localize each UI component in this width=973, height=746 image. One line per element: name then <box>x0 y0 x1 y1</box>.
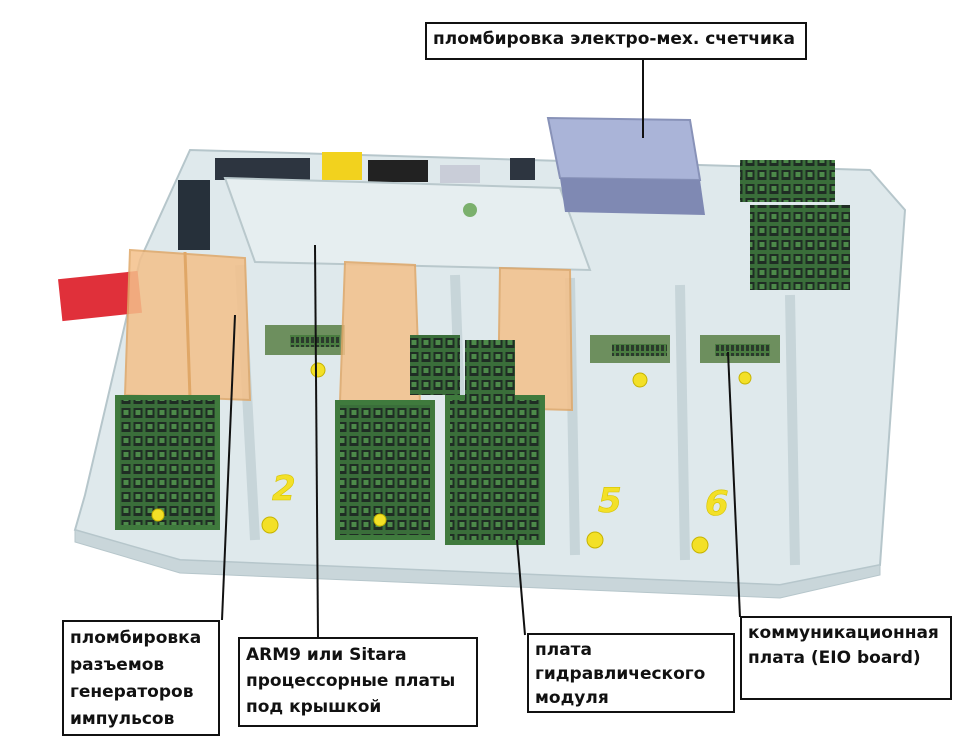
slot-number-2: 2 <box>272 469 296 509</box>
label-meter-seal: пломбировка электро-мех. счетчика <box>425 22 807 60</box>
right-terminals <box>740 160 850 290</box>
label-line: ARM9 или Sitara <box>246 645 407 665</box>
label-line: разъемов <box>70 655 165 675</box>
label-line: гидравлического <box>535 664 706 684</box>
label-meter-seal-text: пломбировка электро-мех. счетчика <box>433 29 795 49</box>
label-line: генераторов <box>70 682 194 702</box>
top-connectors <box>178 152 535 250</box>
label-line: модуля <box>535 688 609 708</box>
label-line: коммуникационная <box>748 623 939 643</box>
processor-cover <box>223 176 592 272</box>
label-line: плата <box>535 640 592 660</box>
label-line: процессорные платы <box>246 671 456 691</box>
label-processor-boards: ARM9 или Sitara процессорные платы под к… <box>238 637 478 727</box>
electromechanical-meter <box>546 116 705 215</box>
slot-number-5: 5 <box>598 481 622 521</box>
orange-covers <box>123 248 574 412</box>
cover-indicator <box>463 203 477 217</box>
label-hydraulic-board: плата гидравлического модуля <box>527 633 735 713</box>
label-line: под крышкой <box>246 697 382 717</box>
seal-pins <box>151 362 752 554</box>
label-line: импульсов <box>70 709 175 729</box>
label-line: плата (EIO board) <box>748 648 921 668</box>
red-card <box>58 270 142 322</box>
slot-number-6: 6 <box>705 484 729 524</box>
label-line: пломбировка <box>70 628 202 648</box>
label-pulse-generator-seal: пломбировка разъемов генераторов импульс… <box>62 620 220 736</box>
label-communication-board: коммуникационная плата (EIO board) <box>740 616 952 700</box>
leader-lines <box>221 58 741 639</box>
